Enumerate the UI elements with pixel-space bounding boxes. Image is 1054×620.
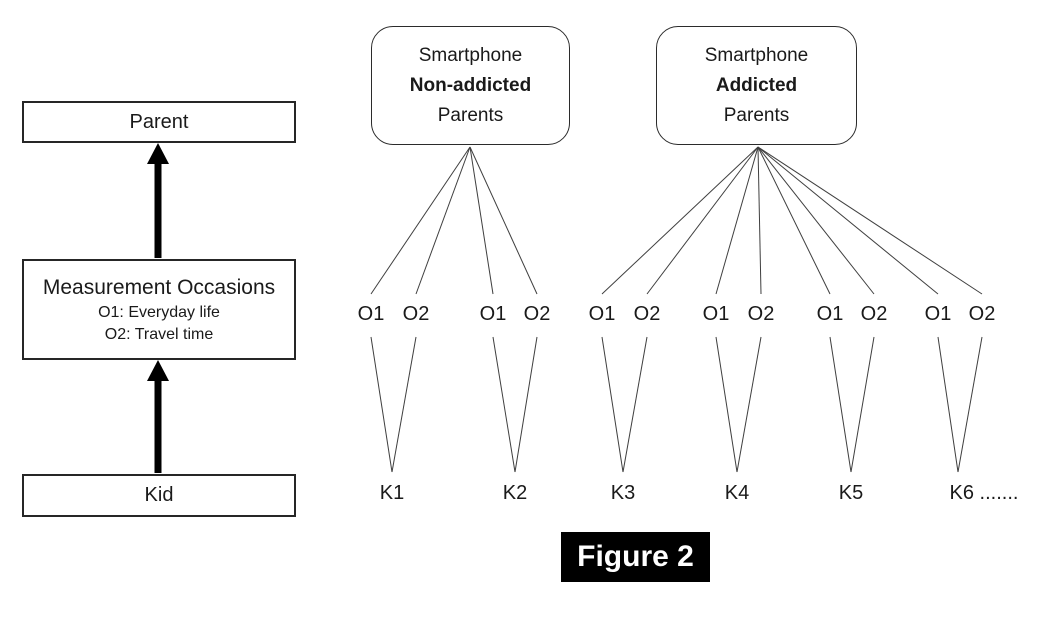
occasion-label-o2: O2	[633, 303, 661, 325]
occasion-label-o2: O2	[747, 303, 775, 325]
fan-line	[370, 146, 471, 295]
non-addicted-line3: Parents	[437, 104, 504, 126]
non-addicted-line1: Smartphone	[418, 44, 523, 66]
occasion-to-kid-line	[850, 336, 875, 473]
parent-box-label: Parent	[129, 110, 189, 133]
fan-line	[757, 146, 939, 295]
up-arrow-head-icon	[147, 360, 169, 381]
occasion-1-definition: O1: Everyday life	[98, 303, 220, 321]
fan-line	[469, 146, 494, 295]
kid-label: K2	[502, 482, 528, 504]
occasion-to-kid-line	[514, 336, 538, 473]
fan-line	[469, 146, 538, 295]
kid-box: Kid	[22, 474, 296, 517]
occasion-to-kid-line	[829, 336, 852, 473]
figure-caption-text: Figure 2	[577, 540, 694, 573]
addicted-line1: Smartphone	[704, 44, 809, 66]
occasion-to-kid-line	[370, 336, 393, 473]
occasion-2-definition: O2: Travel time	[104, 325, 214, 343]
occasion-to-kid-line	[622, 336, 648, 473]
occasion-label-o1: O1	[479, 303, 507, 325]
fan-line	[757, 146, 762, 295]
fan-line	[715, 146, 759, 295]
fan-line	[757, 146, 831, 295]
occasion-label-o1: O1	[588, 303, 616, 325]
occasion-label-o2: O2	[402, 303, 430, 325]
kid-label: K4	[724, 482, 750, 504]
occasion-label-o1: O1	[702, 303, 730, 325]
non-addicted-parents-box: Smartphone Non-addicted Parents	[371, 26, 570, 145]
kid-label: K6 .......	[949, 482, 1019, 504]
addicted-parents-box: Smartphone Addicted Parents	[656, 26, 857, 145]
addicted-line3: Parents	[723, 104, 790, 126]
fan-line	[646, 146, 759, 295]
measurement-occasions-box: Measurement Occasions O1: Everyday life …	[22, 259, 296, 360]
occasion-label-o1: O1	[924, 303, 952, 325]
non-addicted-line2: Non-addicted	[409, 74, 532, 96]
measurement-occasions-title: Measurement Occasions	[42, 275, 276, 299]
up-arrow-head-icon	[147, 143, 169, 164]
occasion-label-o1: O1	[816, 303, 844, 325]
occasion-label-o1: O1	[357, 303, 385, 325]
occasion-label-o2: O2	[860, 303, 888, 325]
kid-label: K3	[610, 482, 636, 504]
occasion-to-kid-line	[715, 336, 738, 473]
occasion-to-kid-line	[736, 336, 762, 473]
occasion-label-o2: O2	[523, 303, 551, 325]
kid-label: K1	[379, 482, 405, 504]
occasion-to-kid-line	[492, 336, 516, 473]
occasion-to-kid-line	[601, 336, 624, 473]
fan-line	[757, 146, 983, 295]
parent-box: Parent	[22, 101, 296, 143]
occasion-label-o2: O2	[968, 303, 996, 325]
occasion-to-kid-line	[937, 336, 959, 473]
fan-line	[601, 146, 759, 295]
occasion-to-kid-line	[957, 336, 983, 473]
addicted-line2: Addicted	[715, 74, 798, 96]
fan-line	[757, 146, 875, 295]
kid-label: K5	[838, 482, 864, 504]
occasion-to-kid-line	[391, 336, 417, 473]
kid-box-label: Kid	[144, 484, 174, 506]
figure-caption: Figure 2	[561, 532, 710, 582]
fan-line	[415, 146, 471, 295]
